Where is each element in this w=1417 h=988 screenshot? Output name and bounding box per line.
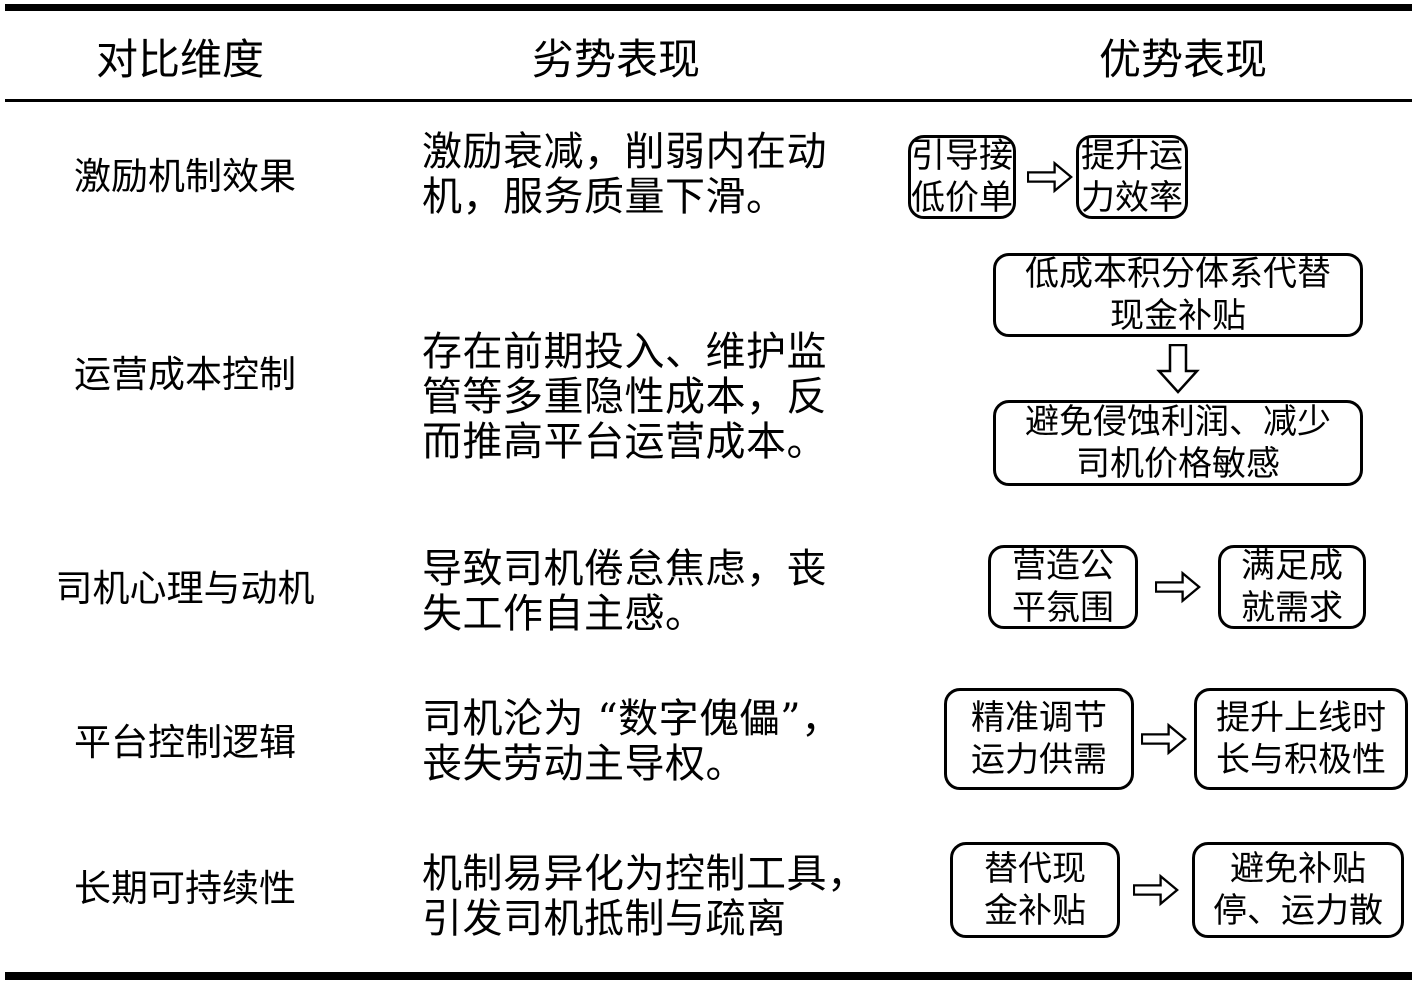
row3-dimension-label: 司机心理与动机: [55, 567, 315, 610]
row4-dimension-label: 平台控制逻辑: [74, 721, 296, 764]
row2-disadvantage-text: 存在前期投入、维护监 管等多重隐性成本，反 而推高平台运营成本。: [422, 329, 827, 465]
row2-advantage-box-from: 低成本积分体系代替 现金补贴: [993, 253, 1363, 337]
row1-dimension-label: 激励机制效果: [74, 155, 296, 198]
down-arrow-icon: [1156, 344, 1200, 394]
table-top-border: [5, 4, 1412, 11]
column-header-advantage: 优势表现: [1098, 35, 1267, 84]
right-arrow-icon: [1155, 570, 1201, 604]
row4-disadvantage-text: 司机沦为 “数字傀儡”， 丧失劳动主导权。: [422, 696, 842, 787]
right-arrow-icon: [1141, 722, 1187, 756]
row2-dimension-label: 运营成本控制: [74, 353, 296, 396]
right-arrow-icon: [1027, 160, 1073, 194]
row4-advantage-box-to: 提升上线时 长与积极性: [1194, 688, 1408, 790]
row2-advantage-box-to: 避免侵蚀利润、减少 司机价格敏感: [993, 400, 1363, 486]
row5-disadvantage-text: 机制易异化为控制工具， 引发司机抵制与疏离: [422, 851, 868, 942]
row1-advantage-box-from: 引导接 低价单: [908, 135, 1016, 219]
row3-advantage-box-to: 满足成 就需求: [1218, 545, 1366, 629]
column-header-disadvantage: 劣势表现: [531, 35, 700, 84]
row4-advantage-box-from: 精准调节 运力供需: [944, 688, 1134, 790]
row3-advantage-box-from: 营造公 平氛围: [988, 545, 1138, 629]
row3-disadvantage-text: 导致司机倦怠焦虑，丧 失工作自主感。: [422, 546, 827, 637]
row1-advantage-box-to: 提升运 力效率: [1076, 135, 1188, 219]
right-arrow-icon: [1133, 873, 1179, 907]
header-separator-line: [5, 99, 1412, 102]
row5-advantage-box-from: 替代现 金补贴: [950, 842, 1120, 938]
table-bottom-border: [5, 972, 1412, 980]
row5-dimension-label: 长期可持续性: [74, 867, 296, 910]
row1-disadvantage-text: 激励衰减，削弱内在动 机，服务质量下滑。: [422, 129, 827, 220]
column-header-dimension: 对比维度: [95, 35, 264, 84]
row5-advantage-box-to: 避免补贴 停、运力散: [1192, 842, 1404, 938]
